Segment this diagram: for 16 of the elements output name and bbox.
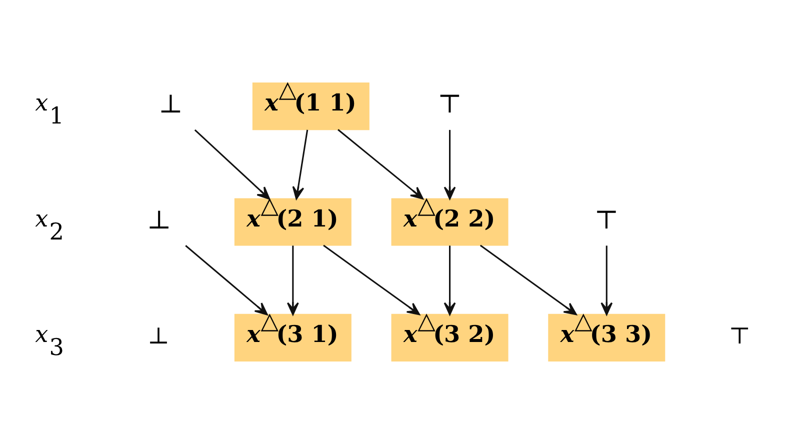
label: ⊥ [148,323,170,350]
arrow [185,245,268,316]
arrow [323,244,420,316]
node-text: ⊥ [147,205,172,236]
node-text: ⊤ [438,90,462,120]
arrow [444,130,456,200]
node-text: ⊥ [158,90,183,120]
node-text: ⊤ [594,205,619,236]
arrow [292,130,308,200]
arrow [480,244,577,316]
label: ⊤ [728,323,751,350]
arrow [286,246,299,316]
arrow [444,246,456,316]
arrow [194,129,270,200]
arrow [338,129,424,200]
arrow [600,246,613,316]
